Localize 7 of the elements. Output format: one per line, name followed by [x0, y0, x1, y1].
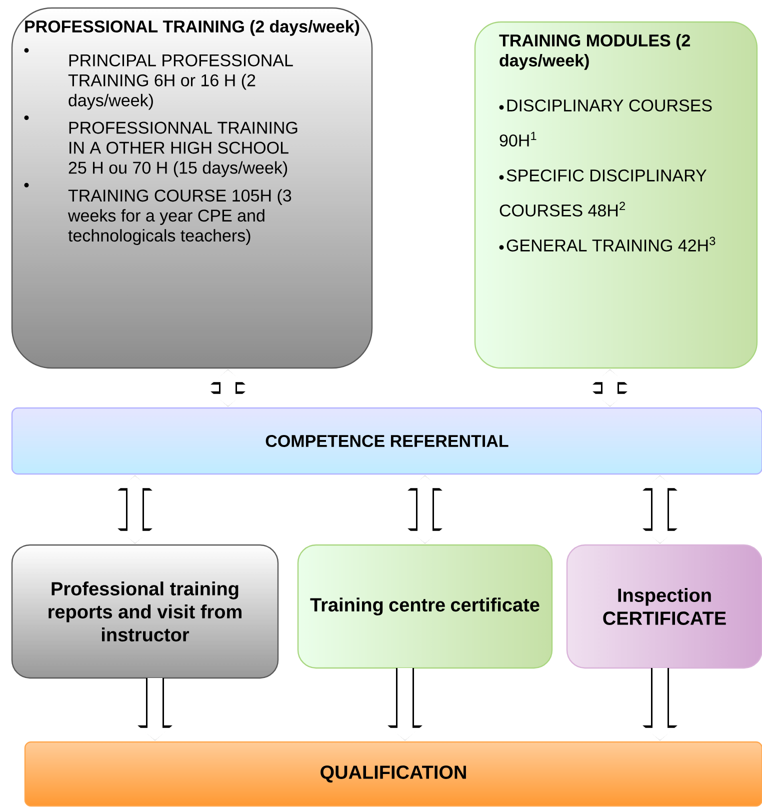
- rounded-box: Inspection CERTIFICATE: [566, 544, 762, 669]
- rounded-box: Professional training reports and visit from instructor: [11, 544, 279, 679]
- rounded-box: Training centre certificate: [297, 544, 553, 669]
- rounded-box: TRAINING MODULES (2 days/week) DISCIPLINARY COURSES 90H$^{1}$ SPECIFIC DISCIPLINARY COURSES 48H$^{2}$ GENERAL TRAINING 42H$^{3}$: [474, 21, 758, 369]
- band: COMPETENCE REFERENTIAL: [11, 407, 762, 475]
- band: QUALIFICATION: [24, 741, 762, 807]
- rounded-box: PROFESSIONAL TRAINING (2 days/week) PRINCIPAL PROFESSIONAL TRAINING 6H or 16 H (2 days/week) PROFESSIONNAL TRAINING IN A OTHER HIGH SCHOOL 25 H ou 70 H (15 days/week) TRAINING COURSE 105H (3 weeks for a year CPE and technologicals teachers): [11, 7, 373, 369]
